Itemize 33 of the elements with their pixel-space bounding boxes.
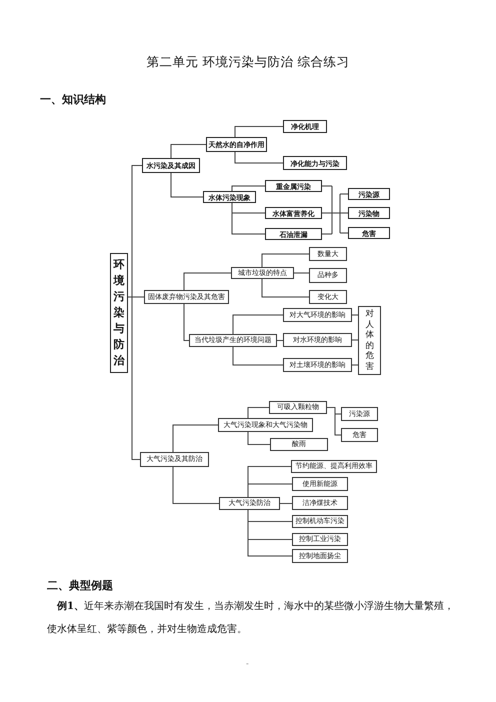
connector-line — [326, 407, 342, 436]
connector-line — [170, 144, 206, 158]
page-title: 第二单元 环境污染与防治 综合练习 — [146, 55, 350, 69]
connector-line — [262, 278, 310, 298]
connector-line — [234, 126, 284, 138]
connector-line — [128, 296, 140, 460]
example-paragraph: 例1、近年来赤潮在我国时有发生，当赤潮发生时，海水中的某些微小浮游生物大量繁殖，使水体呈红、紫等颜色，并对生物造成危害。 — [47, 600, 455, 637]
connector-line — [248, 407, 270, 418]
vertical-text-box: 对人体的危害 — [358, 306, 381, 375]
connector-line — [232, 186, 266, 192]
connector-line — [184, 304, 190, 341]
connector-line — [280, 503, 292, 504]
connector-line — [248, 510, 292, 556]
connector-line — [170, 172, 204, 198]
connector-line — [248, 484, 292, 498]
section-heading: 一、知识结构 — [40, 93, 106, 106]
connector-line — [232, 202, 266, 234]
connector-line — [352, 364, 358, 366]
vertical-text-box: 环境污染与防治 — [110, 253, 128, 373]
connector-line — [352, 314, 358, 316]
page-number: - — [246, 659, 249, 669]
connector-line — [232, 314, 284, 334]
connector-line — [248, 432, 270, 445]
section-heading: 二、典型例题 — [47, 579, 113, 592]
connector-line — [322, 186, 348, 234]
connector-line — [184, 272, 232, 290]
connector-line — [172, 466, 220, 504]
connector-line — [276, 340, 284, 341]
connector-line — [294, 272, 310, 274]
connector-line — [172, 424, 218, 452]
connector-line — [232, 346, 284, 366]
connector-line — [234, 152, 284, 164]
connector-line — [262, 254, 310, 268]
